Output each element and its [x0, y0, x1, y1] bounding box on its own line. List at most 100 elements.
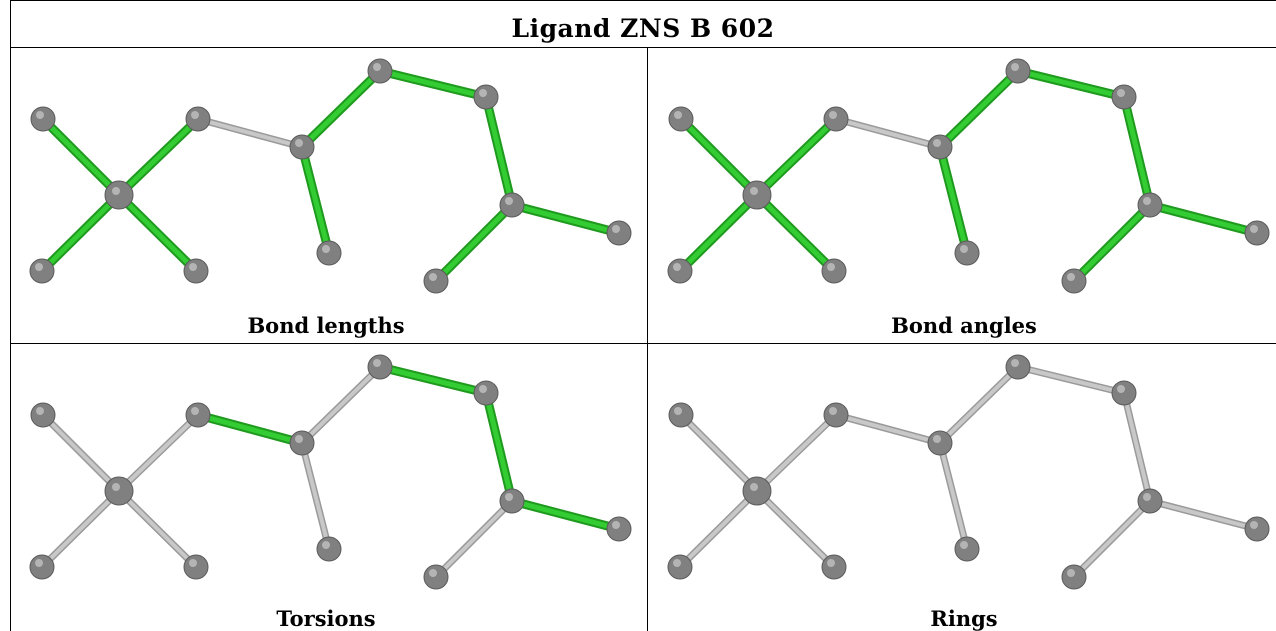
bond-b4: [116, 116, 201, 198]
atom-A6: [927, 430, 953, 456]
atom-A1-highlight: [674, 111, 682, 119]
atom-A4: [183, 554, 209, 580]
caption-bond-lengths: Bond lengths: [247, 313, 405, 338]
atom-A5: [185, 106, 211, 132]
bond-b7: [300, 365, 382, 445]
bond-b3: [116, 192, 199, 274]
atom-A6-highlight: [933, 435, 941, 443]
atom-A9: [473, 380, 499, 406]
bond-b6: [937, 144, 970, 256]
bond-b2: [39, 192, 122, 274]
atom-A5-highlight: [829, 111, 837, 119]
atom-A6: [289, 134, 315, 160]
atom-A8-highlight: [1011, 63, 1019, 71]
atom-A5: [823, 402, 849, 428]
bond-b5: [834, 413, 942, 445]
bond-b8: [1016, 365, 1126, 395]
atom-A2-highlight: [750, 483, 758, 491]
atom-A4: [821, 258, 847, 284]
atom-A11: [1244, 220, 1270, 246]
atom-A3-highlight: [35, 263, 43, 271]
atom-A1: [30, 106, 56, 132]
bond-b10: [1148, 499, 1259, 531]
atom-A4: [821, 554, 847, 580]
atom-A10: [499, 488, 525, 514]
atom-A7-highlight: [960, 541, 968, 549]
atom-A7-highlight: [960, 245, 968, 253]
atom-A6-highlight: [295, 435, 303, 443]
atom-A3-highlight: [35, 559, 43, 567]
atom-A10: [1137, 192, 1163, 218]
atom-A11-highlight: [612, 225, 620, 233]
atom-A7-highlight: [322, 541, 330, 549]
atom-A1: [668, 402, 694, 428]
atom-A9-highlight: [479, 89, 487, 97]
bond-b3: [755, 489, 836, 569]
bond-b10: [1147, 202, 1260, 236]
bond-b11: [433, 202, 515, 284]
atom-A9: [473, 84, 499, 110]
atom-A7: [316, 240, 342, 266]
atom-A12-highlight: [1067, 273, 1075, 281]
bond-b4: [754, 116, 839, 198]
atom-A3: [667, 258, 693, 284]
atom-A9-highlight: [1117, 89, 1125, 97]
table-left-border: [10, 0, 11, 631]
atom-A9: [1111, 84, 1137, 110]
bond-b7: [299, 68, 383, 150]
figure-title: Ligand ZNS B 602: [511, 14, 775, 43]
atom-A8-highlight: [373, 359, 381, 367]
atom-A4-highlight: [189, 263, 197, 271]
atom-A3-highlight: [673, 263, 681, 271]
atom-A12-highlight: [429, 569, 437, 577]
bond-b6: [299, 144, 332, 256]
bond-b9: [1122, 391, 1152, 503]
atom-A7-highlight: [322, 245, 330, 253]
bond-b5: [195, 412, 305, 446]
atom-A12: [423, 564, 449, 590]
atom-A6: [927, 134, 953, 160]
panel-bond-lengths: [12, 49, 640, 325]
bond-b1: [41, 413, 121, 493]
caption-bond-angles: Bond angles: [891, 313, 1037, 338]
molecule-diagram: [667, 354, 1270, 590]
caption-rings: Rings: [930, 606, 998, 631]
atom-A2: [742, 180, 772, 210]
atom-A2-highlight: [112, 187, 120, 195]
column-divider: [647, 47, 648, 631]
atom-A9-highlight: [479, 385, 487, 393]
atom-A10-highlight: [1143, 197, 1151, 205]
molecule-diagram: [29, 58, 632, 294]
atom-A8-highlight: [373, 63, 381, 71]
atom-A6-highlight: [933, 139, 941, 147]
bond-b5: [196, 117, 304, 149]
bond-b2: [40, 489, 121, 569]
atom-A4-highlight: [189, 559, 197, 567]
atom-A5: [185, 402, 211, 428]
atom-A5-highlight: [191, 111, 199, 119]
bond-b2: [677, 192, 760, 274]
row-divider: [10, 343, 1276, 344]
table-top-border: [10, 0, 1276, 1]
atom-A12: [1061, 268, 1087, 294]
panel-bond-angles: [650, 49, 1276, 325]
atom-A6: [289, 430, 315, 456]
title-row-divider: [10, 47, 1276, 48]
atom-A4-highlight: [827, 559, 835, 567]
molecule-diagram: [667, 58, 1270, 294]
atom-A1: [668, 106, 694, 132]
bond-b8: [377, 364, 489, 396]
atom-A9: [1111, 380, 1137, 406]
atom-A2-highlight: [112, 483, 120, 491]
bond-b2: [678, 489, 759, 569]
atom-A9-highlight: [1117, 385, 1125, 393]
bond-b1: [40, 116, 122, 198]
bond-b4: [755, 413, 838, 493]
bond-b4: [117, 413, 200, 493]
atom-A4: [183, 258, 209, 284]
atom-A8: [367, 354, 393, 380]
atom-A2: [104, 476, 134, 506]
atom-A11: [606, 220, 632, 246]
panel-torsions: [12, 345, 640, 621]
